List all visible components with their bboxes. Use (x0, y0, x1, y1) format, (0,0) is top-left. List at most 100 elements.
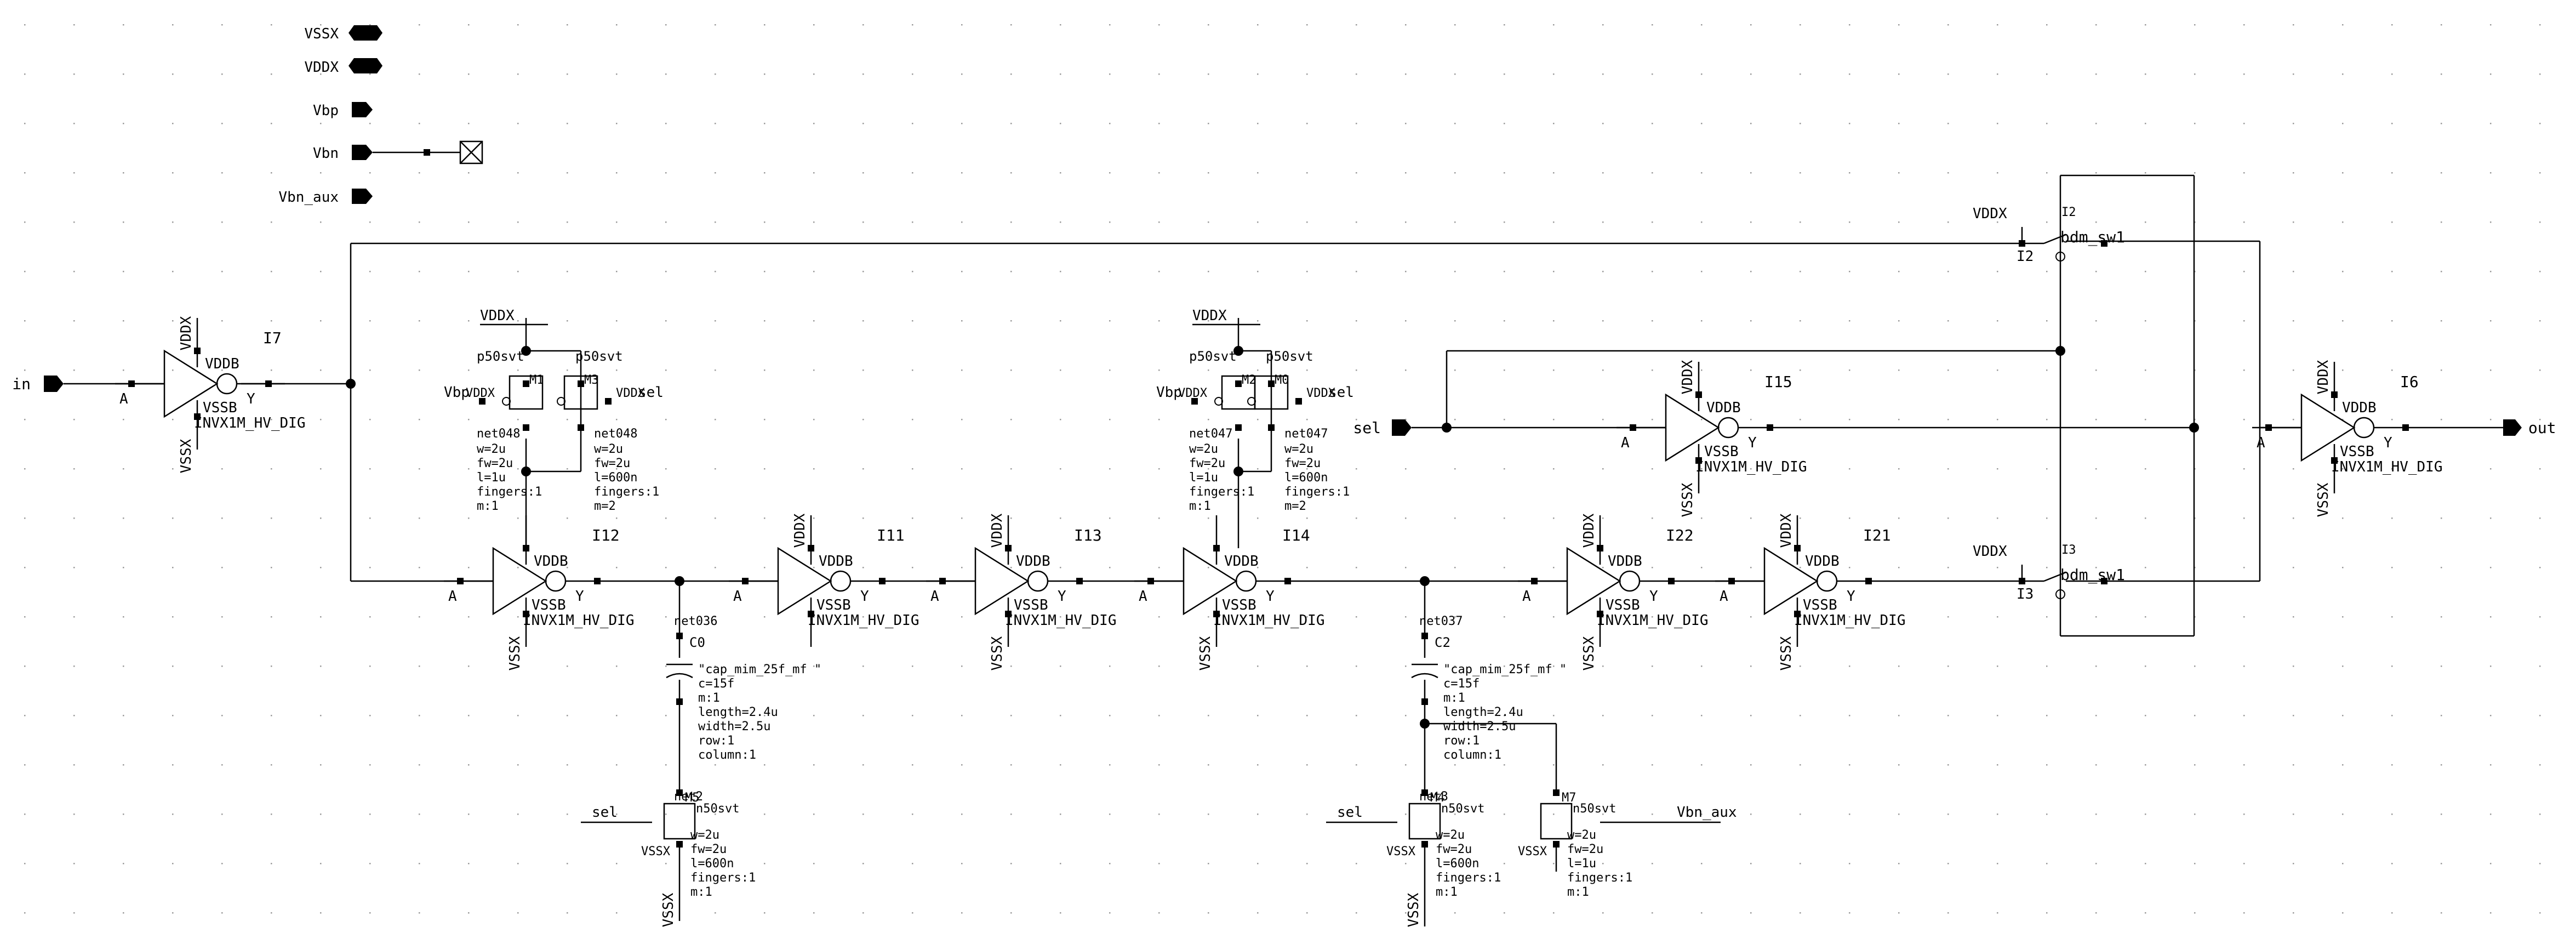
pmos-m3[interactable]: p50svtM3VDDXselnet048w=2ufw=2ul=600nfing… (557, 349, 664, 513)
pin-terminal-icon (1191, 398, 1198, 405)
pmos-param: m=2 (594, 499, 616, 513)
pmos-instance-name: M1 (529, 373, 544, 387)
nmos-m5[interactable]: selM5n50svtVSSXw=2ufw=2ul=600nfingers:1m… (592, 789, 756, 927)
pmos-body-icon (563, 375, 598, 410)
pin-vddx[interactable]: VDDX (304, 58, 382, 76)
pin-vbn[interactable]: Vbn (313, 140, 483, 164)
capacitor-model: "cap_mim_25f_mf " (698, 663, 821, 676)
pmos-gate-label: Vbp (444, 384, 470, 401)
pmos-param: fingers:1 (1189, 485, 1254, 499)
inverter-cell-name: INVX1M_HV_DIG (1213, 612, 1325, 629)
nmos-instance-name: M5 (685, 791, 700, 805)
switch-pin-label: I2 (2017, 248, 2034, 265)
pmos-model: p50svt (575, 349, 623, 364)
capacitor-param: width=2.5u (698, 720, 770, 733)
nmos-param: m:1 (1567, 885, 1589, 899)
input-pin-icon (1392, 419, 1412, 436)
pmos-layer: VDDX p50svtM1VDDXVbpnet048w=2ufw=2ul=1ufi… (444, 308, 1354, 513)
nmos-m4[interactable]: selM4n50svtVSSXw=2ufw=2ul=600nfingers:1m… (1337, 789, 1501, 927)
inverter-pin-y: Y (247, 391, 255, 407)
pmos-m0[interactable]: p50svtM0VDDXselnet047w=2ufw=2ul=600nfing… (1247, 349, 1354, 513)
pin-out[interactable]: out (2503, 419, 2556, 437)
switch-blade-icon (2043, 571, 2066, 582)
pin-in[interactable]: in (12, 375, 64, 393)
nmos-param: m:1 (1436, 885, 1458, 899)
pin-vbn-aux[interactable]: Vbn_aux (278, 189, 373, 206)
inverter-vss-label: VSSX (2315, 482, 2332, 517)
pin-terminal-icon (424, 149, 430, 156)
pmos-instance-name: M0 (1275, 373, 1289, 387)
inverter-pin-y: Y (1649, 588, 1658, 605)
capacitor-param: row:1 (1443, 734, 1480, 748)
pmos-param: l=1u (477, 471, 506, 485)
inverter-instance-name: I22 (1666, 526, 1694, 544)
pin-terminal-icon (523, 611, 529, 617)
pmos-pair-2[interactable]: VDDX p50svtM2VDDXVbpnet047w=2ufw=2ul=1ufi… (1156, 308, 1354, 513)
pin-terminal-icon (808, 611, 814, 617)
pin-sel[interactable]: sel (1353, 419, 1412, 437)
pin-terminal-icon (578, 424, 584, 431)
pin-terminal-icon (1695, 457, 1702, 464)
pmos-param: w=2u (1189, 442, 1218, 456)
nmos-body-label: VSSX (641, 845, 671, 858)
capacitor-param: length=2.4u (1443, 706, 1523, 719)
nmos-m7[interactable]: Vbn_auxM7n50svtVSSXw=2ufw=2ul=1ufingers:… (1518, 789, 1737, 899)
nmos-instance-name: M4 (1430, 791, 1445, 805)
pin-terminal-icon (578, 380, 584, 387)
pmos-vddx-label: VDDX (1192, 308, 1227, 324)
inverter-cell-name: INVX1M_HV_DIG (1005, 612, 1117, 629)
pmos-m2[interactable]: p50svtM2VDDXVbpnet047w=2ufw=2ul=1ufinger… (1156, 349, 1256, 513)
inverter-pin-vddb: VDDB (1608, 553, 1642, 570)
pin-terminal-icon (1597, 611, 1603, 617)
pin-terminal-icon (1553, 789, 1560, 796)
pin-label-sel: sel (1353, 419, 1381, 437)
nmos-param: l=600n (690, 857, 734, 871)
pmos-m1[interactable]: p50svtM1VDDXVbpnet048w=2ufw=2ul=1ufinger… (444, 349, 544, 513)
pin-vssx[interactable]: VSSX (304, 25, 382, 42)
pmos-param: fw=2u (477, 457, 513, 470)
nmos-param: l=600n (1436, 857, 1479, 871)
inverter-pin-vssb: VSSB (1704, 443, 1739, 460)
pmos-param: m=2 (1284, 499, 1306, 513)
pin-terminal-icon (128, 380, 135, 387)
nmos-model: n50svt (1441, 802, 1484, 816)
pin-terminal-icon (194, 348, 201, 354)
pin-terminal-icon (1421, 698, 1428, 705)
switch-blade-icon (2043, 234, 2066, 244)
capacitor-net-label: net036 (674, 615, 717, 628)
pin-terminal-icon (1076, 578, 1083, 584)
pin-terminal-icon (523, 545, 529, 551)
inverter-instance-name: I21 (1863, 526, 1891, 544)
pin-terminal-icon (1767, 424, 1773, 431)
switch-vddx-label: VDDX (1973, 206, 2007, 222)
pmos-vddx-label: VDDX (480, 308, 515, 324)
pin-terminal-icon (194, 413, 201, 420)
pmos-pair-1[interactable]: VDDX p50svtM1VDDXVbpnet048w=2ufw=2ul=1ufi… (444, 308, 664, 513)
capacitor-plate-icon (666, 673, 693, 679)
pin-terminal-icon (742, 578, 749, 584)
nmos-body-icon (1408, 803, 1441, 840)
pin-vbp[interactable]: Vbp (313, 102, 373, 119)
inverter-pin-y: Y (860, 588, 869, 605)
pin-terminal-icon (2331, 457, 2338, 464)
nmos-param: w=2u (690, 828, 719, 842)
pin-terminal-icon (1213, 545, 1220, 551)
output-pin-icon (2503, 419, 2522, 436)
switch-instance-name: I3 (2061, 543, 2076, 557)
nmos-vss-label: VSSX (660, 892, 677, 927)
inverter-pin-vddb: VDDB (1805, 553, 1840, 570)
